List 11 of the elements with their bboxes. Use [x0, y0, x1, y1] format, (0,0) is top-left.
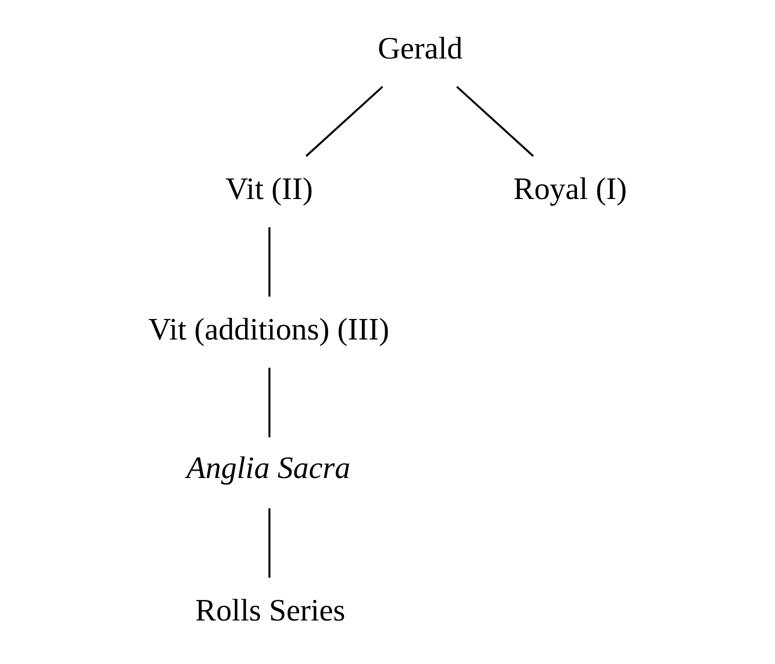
connector: [456, 86, 534, 157]
node-text: Royal (I): [513, 170, 627, 206]
node-text: Gerald: [378, 30, 463, 66]
node-text: Rolls Series: [195, 592, 346, 628]
connector: [305, 86, 384, 157]
connector: [268, 508, 270, 578]
node-text: Vit (II): [226, 170, 313, 206]
connector: [268, 368, 270, 438]
connector: [268, 227, 270, 297]
node-text: Vit (additions) (III): [148, 311, 390, 346]
node-text: Anglia Sacra: [186, 450, 350, 485]
